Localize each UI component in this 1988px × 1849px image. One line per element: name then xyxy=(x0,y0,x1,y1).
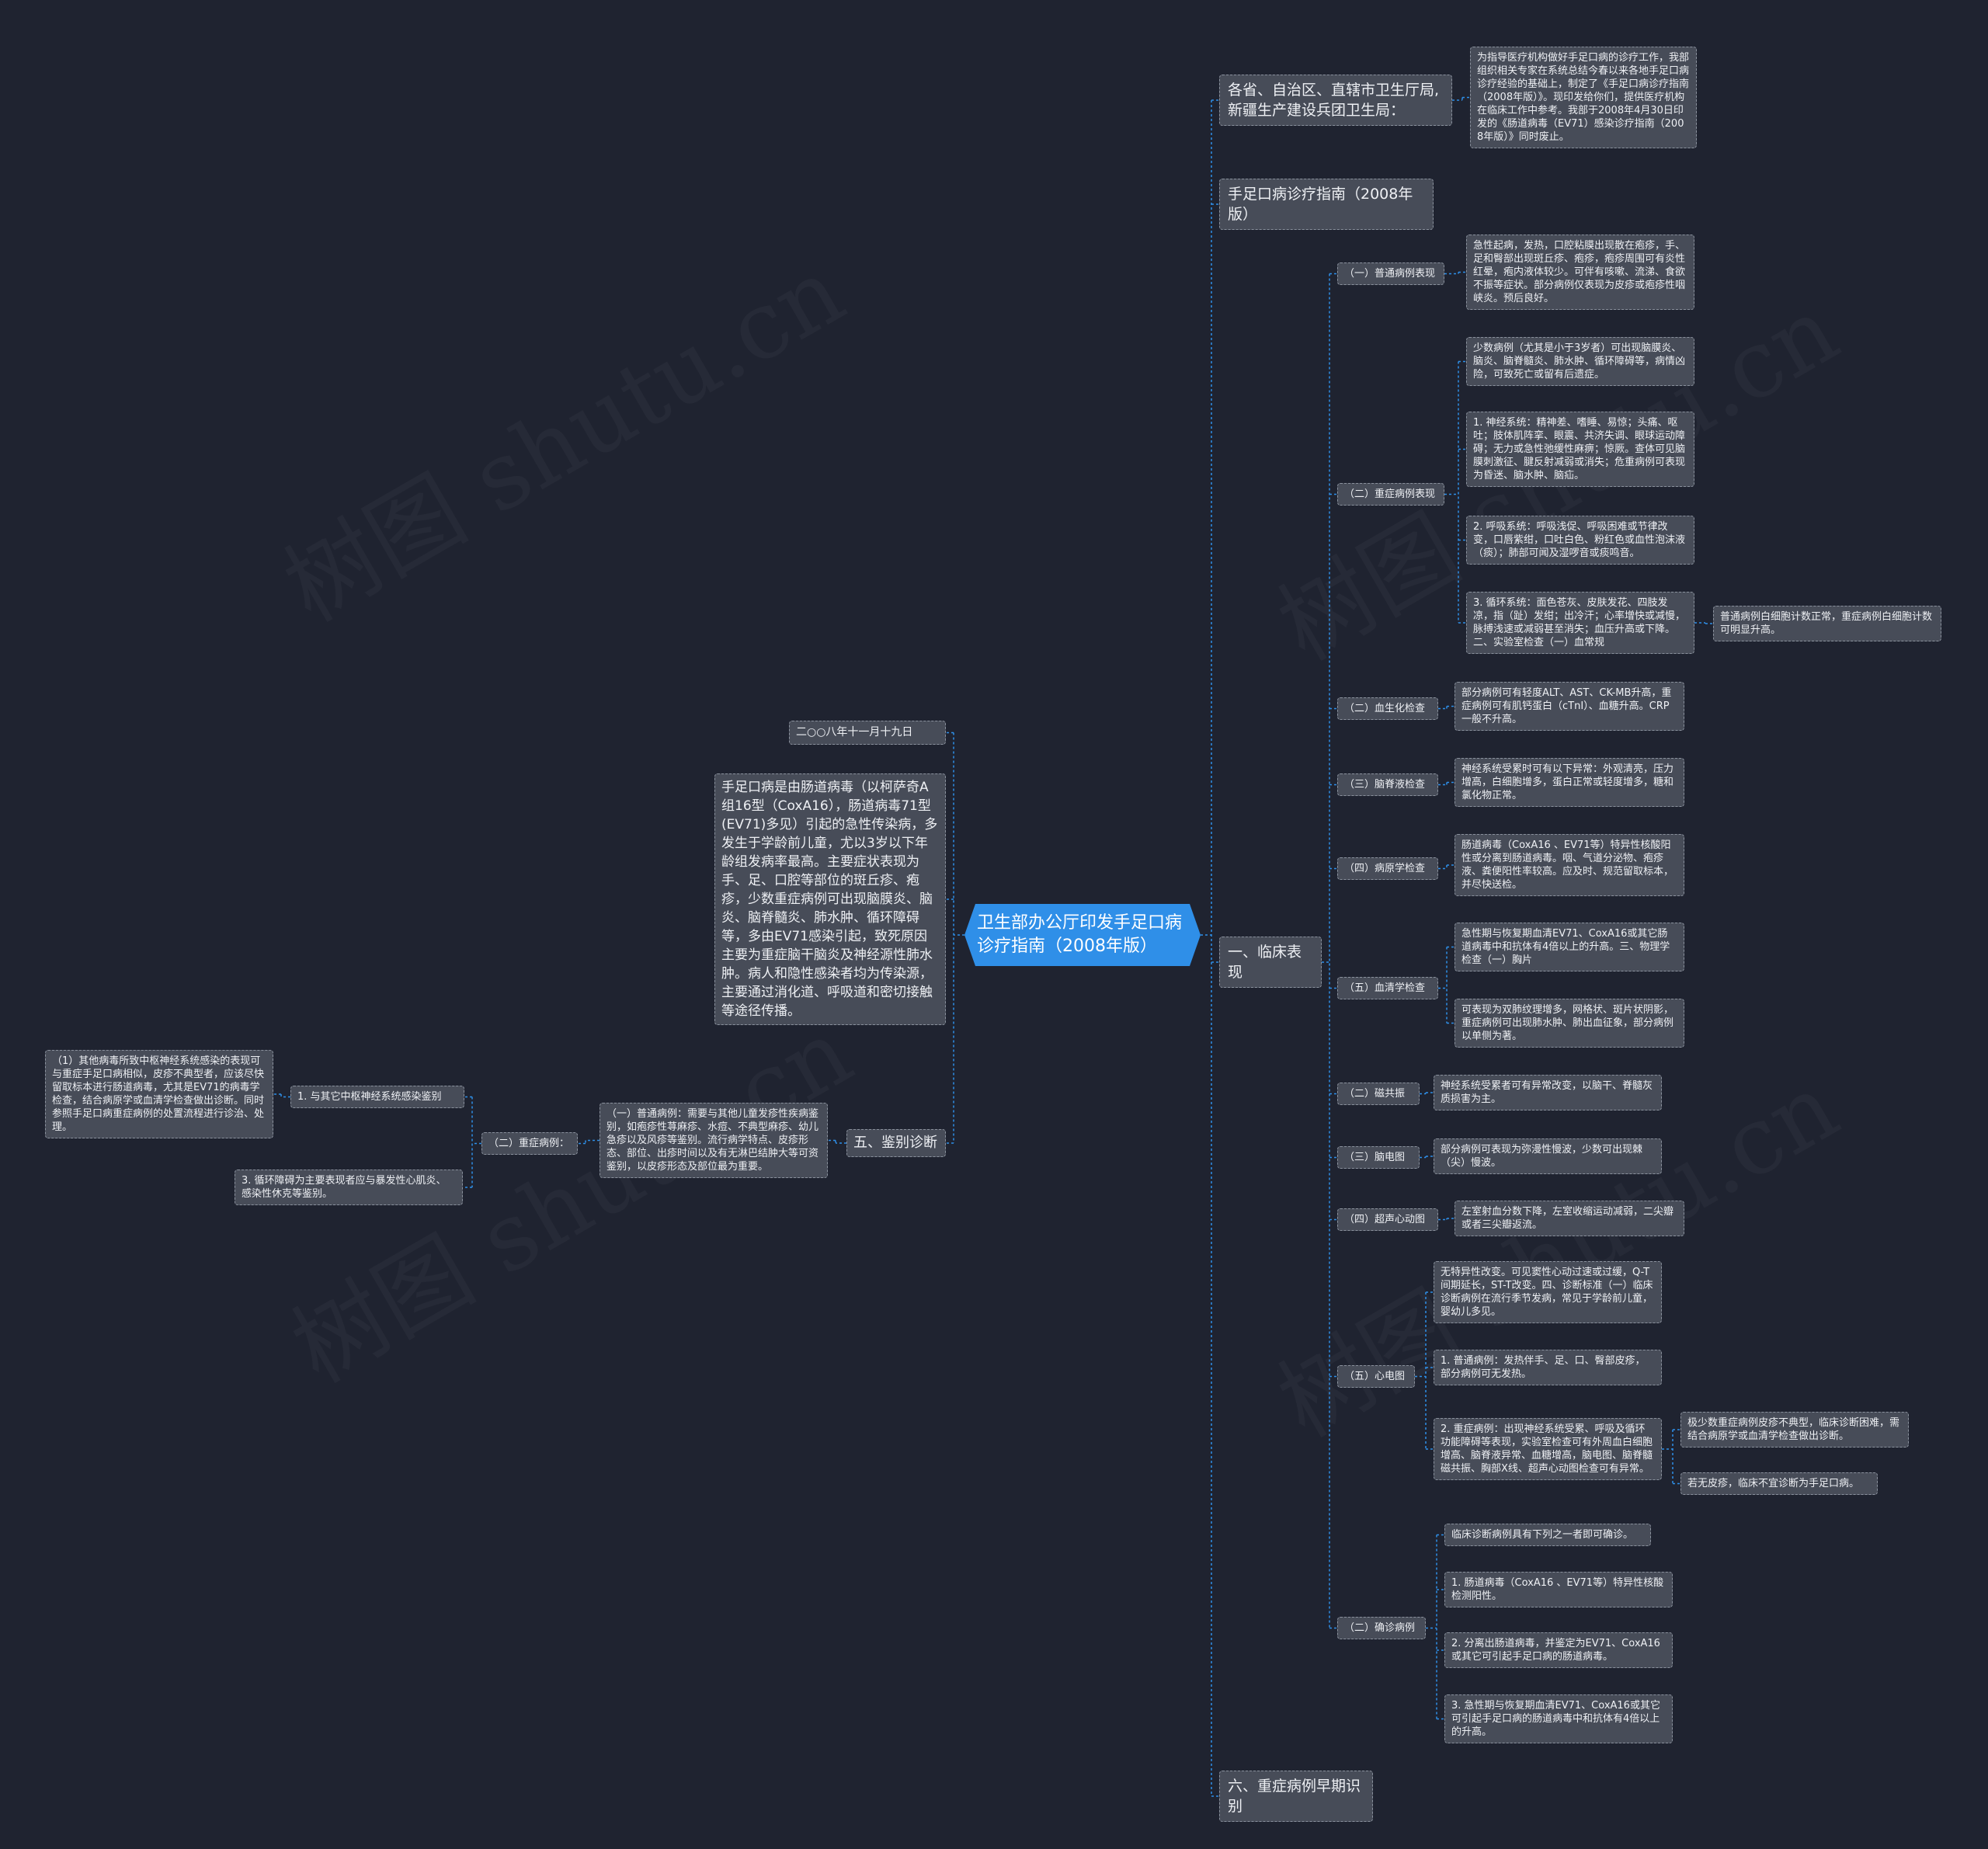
confirmed-case-node[interactable]: （二）确诊病例 xyxy=(1337,1617,1426,1639)
ecg-note-1[interactable]: 极少数重症病例皮疹不典型，临床诊断困难，需结合病原学或血清学检查做出诊断。 xyxy=(1680,1412,1909,1448)
echo-node[interactable]: （四）超声心动图 xyxy=(1337,1208,1438,1231)
serology-text-1[interactable]: 急性期与恢复期血清EV71、CoxA16或其它肠道病毒中和抗体有4倍以上的升高。… xyxy=(1455,923,1684,971)
biochem-text[interactable]: 部分病例可有轻度ALT、AST、CK-MB升高，重症病例可有肌钙蛋白（cTnI）… xyxy=(1455,682,1684,731)
pathogen-text[interactable]: 肠道病毒（CoxA16 、EV71等）特异性核酸阳性或分离到肠道病毒。咽、气道分… xyxy=(1455,834,1684,896)
mri-node[interactable]: （二）磁共振 xyxy=(1337,1083,1420,1105)
severe-case-node[interactable]: （二）重症病例表现 xyxy=(1337,483,1444,506)
guide-title-node[interactable]: 手足口病诊疗指南（2008年版） xyxy=(1219,179,1434,230)
severe-respiratory-text[interactable]: 2. 呼吸系统：呼吸浅促、呼吸困难或节律改变，口唇紫绀，口吐白色、粉红色或血性泡… xyxy=(1466,516,1694,565)
date-node[interactable]: 二○○八年十一月十九日 xyxy=(789,721,946,745)
ecg-node[interactable]: （五）心电图 xyxy=(1337,1365,1415,1388)
csf-node[interactable]: （三）脑脊液检查 xyxy=(1337,773,1438,796)
differential-cns-node[interactable]: 1. 与其它中枢神经系统感染鉴别 xyxy=(290,1086,464,1108)
severe-circulatory-text[interactable]: 3. 循环系统：面色苍灰、皮肤发花、四肢发凉，指（趾）发绀；出冷汗；心率增快或减… xyxy=(1466,592,1694,654)
confirmed-text-1[interactable]: 临床诊断病例具有下列之一者即可确诊。 xyxy=(1444,1524,1651,1546)
csf-text[interactable]: 神经系统受累时可有以下异常：外观清亮，压力增高，白细胞增多，蛋白正常或轻度增多，… xyxy=(1455,758,1684,807)
ecg-note-2[interactable]: 若无皮疹，临床不宜诊断为手足口病。 xyxy=(1680,1472,1878,1495)
differential-severe-node[interactable]: （二）重症病例： xyxy=(481,1132,578,1155)
eeg-node[interactable]: （三）脑电图 xyxy=(1337,1146,1420,1169)
eeg-text[interactable]: 部分病例可表现为弥漫性慢波，少数可出现棘（尖）慢波。 xyxy=(1434,1138,1662,1174)
early-recognition-node[interactable]: 六、重症病例早期识别 xyxy=(1219,1771,1373,1822)
mri-text[interactable]: 神经系统受累者可有异常改变，以脑干、脊髓灰质损害为主。 xyxy=(1434,1075,1662,1110)
common-case-text[interactable]: 急性起病，发热，口腔粘膜出现散在疱疹，手、足和臀部出现斑丘疹、疱疹，疱疹周围可有… xyxy=(1466,235,1694,310)
addressee-note-node[interactable]: 为指导医疗机构做好手足口病的诊疗工作，我部组织相关专家在系统总结今春以来各地手足… xyxy=(1470,47,1697,148)
severe-intro-text[interactable]: 少数病例（尤其是小于3岁者）可出现脑膜炎、脑炎、脑脊髓炎、肺水肿、循环障碍等，病… xyxy=(1466,337,1694,386)
echo-text[interactable]: 左室射血分数下降，左室收缩运动减弱，二尖瓣或者三尖瓣返流。 xyxy=(1455,1201,1684,1236)
confirmed-text-3[interactable]: 2. 分离出肠道病毒，并鉴定为EV71、CoxA16或其它可引起手足口病的肠道病… xyxy=(1444,1632,1673,1668)
differential-circulation-text[interactable]: 3. 循环障碍为主要表现者应与暴发性心肌炎、感染性休克等鉴别。 xyxy=(235,1170,463,1205)
clinical-node[interactable]: 一、临床表现 xyxy=(1219,937,1322,988)
summary-node[interactable]: 手足口病是由肠道病毒（以柯萨奇A组16型（CoxA16），肠道病毒71型(EV7… xyxy=(714,773,946,1025)
pathogen-node[interactable]: （四）病原学检查 xyxy=(1337,857,1438,880)
root-topic[interactable]: 卫生部办公厅印发手足口病诊疗指南（2008年版） xyxy=(964,904,1201,966)
severe-nervous-text[interactable]: 1. 神经系统：精神差、嗜睡、易惊；头痛、呕吐；肢体肌阵挛、眼震、共济失调、眼球… xyxy=(1466,412,1694,487)
blood-routine-text[interactable]: 普通病例白细胞计数正常，重症病例白细胞计数可明显升高。 xyxy=(1713,606,1941,641)
confirmed-text-4[interactable]: 3. 急性期与恢复期血清EV71、CoxA16或其它可引起手足口病的肠道病毒中和… xyxy=(1444,1694,1673,1743)
serology-node[interactable]: （五）血清学检查 xyxy=(1337,977,1438,999)
biochem-node[interactable]: （二）血生化检查 xyxy=(1337,697,1438,720)
confirmed-text-2[interactable]: 1. 肠道病毒（CoxA16 、EV71等）特异性核酸检测阳性。 xyxy=(1444,1572,1673,1607)
differential-cns-text[interactable]: （1）其他病毒所致中枢神经系统感染的表现可与重症手足口病相似，皮疹不典型者，应该… xyxy=(45,1050,273,1138)
differential-node[interactable]: 五、鉴别诊断 xyxy=(846,1129,946,1157)
ecg-text-1[interactable]: 无特异性改变。可见窦性心动过速或过缓，Q-T间期延长，ST-T改变。四、诊断标准… xyxy=(1434,1261,1662,1323)
common-case-node[interactable]: （一）普通病例表现 xyxy=(1337,262,1444,285)
ecg-text-3[interactable]: 2. 重症病例：出现神经系统受累、呼吸及循环功能障碍等表现，实验室检查可有外周血… xyxy=(1434,1418,1662,1480)
differential-common-text[interactable]: （一）普通病例：需要与其他儿童发疹性疾病鉴别，如疱疹性荨麻疹、水痘、不典型麻疹、… xyxy=(600,1103,828,1178)
serology-text-2[interactable]: 可表现为双肺纹理增多，网格状、斑片状阴影，重症病例可出现肺水肿、肺出血征象，部分… xyxy=(1455,999,1684,1048)
addressee-node[interactable]: 各省、自治区、直辖市卫生厅局,新疆生产建设兵团卫生局： xyxy=(1219,75,1452,126)
ecg-text-2[interactable]: 1. 普通病例：发热伴手、足、口、臀部皮疹，部分病例可无发热。 xyxy=(1434,1350,1662,1385)
